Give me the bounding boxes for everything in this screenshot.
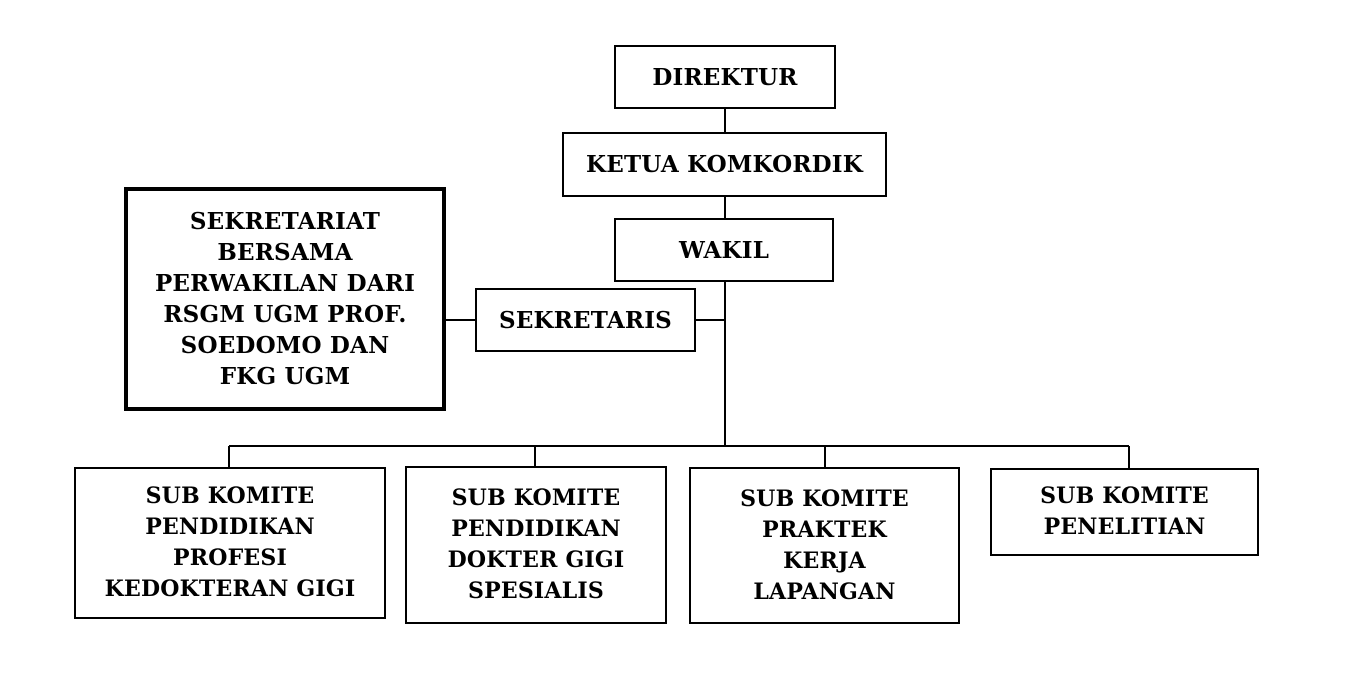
node-sub-komite-pendidikan-spesialis: SUB KOMITE PENDIDIKAN DOKTER GIGI SPESIA… xyxy=(405,466,667,624)
node-sub3-line-3: KERJA xyxy=(783,547,866,574)
node-sekretaris-line-1: SEKRETARIS xyxy=(499,306,672,334)
node-sub1-line-3: PROFESI xyxy=(173,545,287,571)
node-direktur-line-1: DIREKTUR xyxy=(652,63,798,91)
node-sub4-line-2: PENELITIAN xyxy=(1043,514,1206,540)
node-sekretariat-line-6: FKG UGM xyxy=(219,363,351,390)
node-sub1-line-1: SUB KOMITE xyxy=(145,483,315,509)
node-sub1-line-4: KEDOKTERAN GIGI xyxy=(104,576,356,602)
node-sekretaris: SEKRETARIS xyxy=(475,288,696,352)
node-ketua-komkordik: KETUA KOMKORDIK xyxy=(562,132,887,197)
node-sekretariat-line-4: RSGM UGM PROF. xyxy=(163,301,407,328)
node-sekretariat-line-5: SOEDOMO DAN xyxy=(180,332,390,359)
node-sub4-line-1: SUB KOMITE xyxy=(1040,483,1209,509)
node-direktur: DIREKTUR xyxy=(614,45,836,109)
node-sub2-line-4: SPESIALIS xyxy=(468,578,604,604)
node-sub2-line-1: SUB KOMITE xyxy=(451,485,621,511)
node-sub3-line-4: LAPANGAN xyxy=(753,578,896,605)
node-sekretariat-line-2: BERSAMA xyxy=(217,239,353,266)
node-sub1-line-2: PENDIDIKAN xyxy=(145,514,315,540)
node-sub3-line-2: PRAKTEK xyxy=(762,516,887,543)
node-sekretariat-line-1: SEKRETARIAT xyxy=(189,208,381,235)
node-wakil: WAKIL xyxy=(614,218,834,282)
node-ketua-line-1: KETUA KOMKORDIK xyxy=(586,151,863,178)
node-sekretariat-line-3: PERWAKILAN DARI xyxy=(154,270,416,297)
node-sub3-line-1: SUB KOMITE xyxy=(740,485,909,512)
node-sekretariat-bersama: SEKRETARIAT BERSAMA PERWAKILAN DARI RSGM… xyxy=(124,187,446,411)
node-sub-komite-praktek: SUB KOMITE PRAKTEK KERJA LAPANGAN xyxy=(689,467,960,624)
node-sub2-line-3: DOKTER GIGI xyxy=(447,547,625,573)
node-wakil-line-1: WAKIL xyxy=(678,236,770,264)
node-sub2-line-2: PENDIDIKAN xyxy=(451,516,621,542)
node-sub-komite-penelitian: SUB KOMITE PENELITIAN xyxy=(990,468,1259,556)
node-sub-komite-pendidikan-profesi: SUB KOMITE PENDIDIKAN PROFESI KEDOKTERAN… xyxy=(74,467,386,619)
